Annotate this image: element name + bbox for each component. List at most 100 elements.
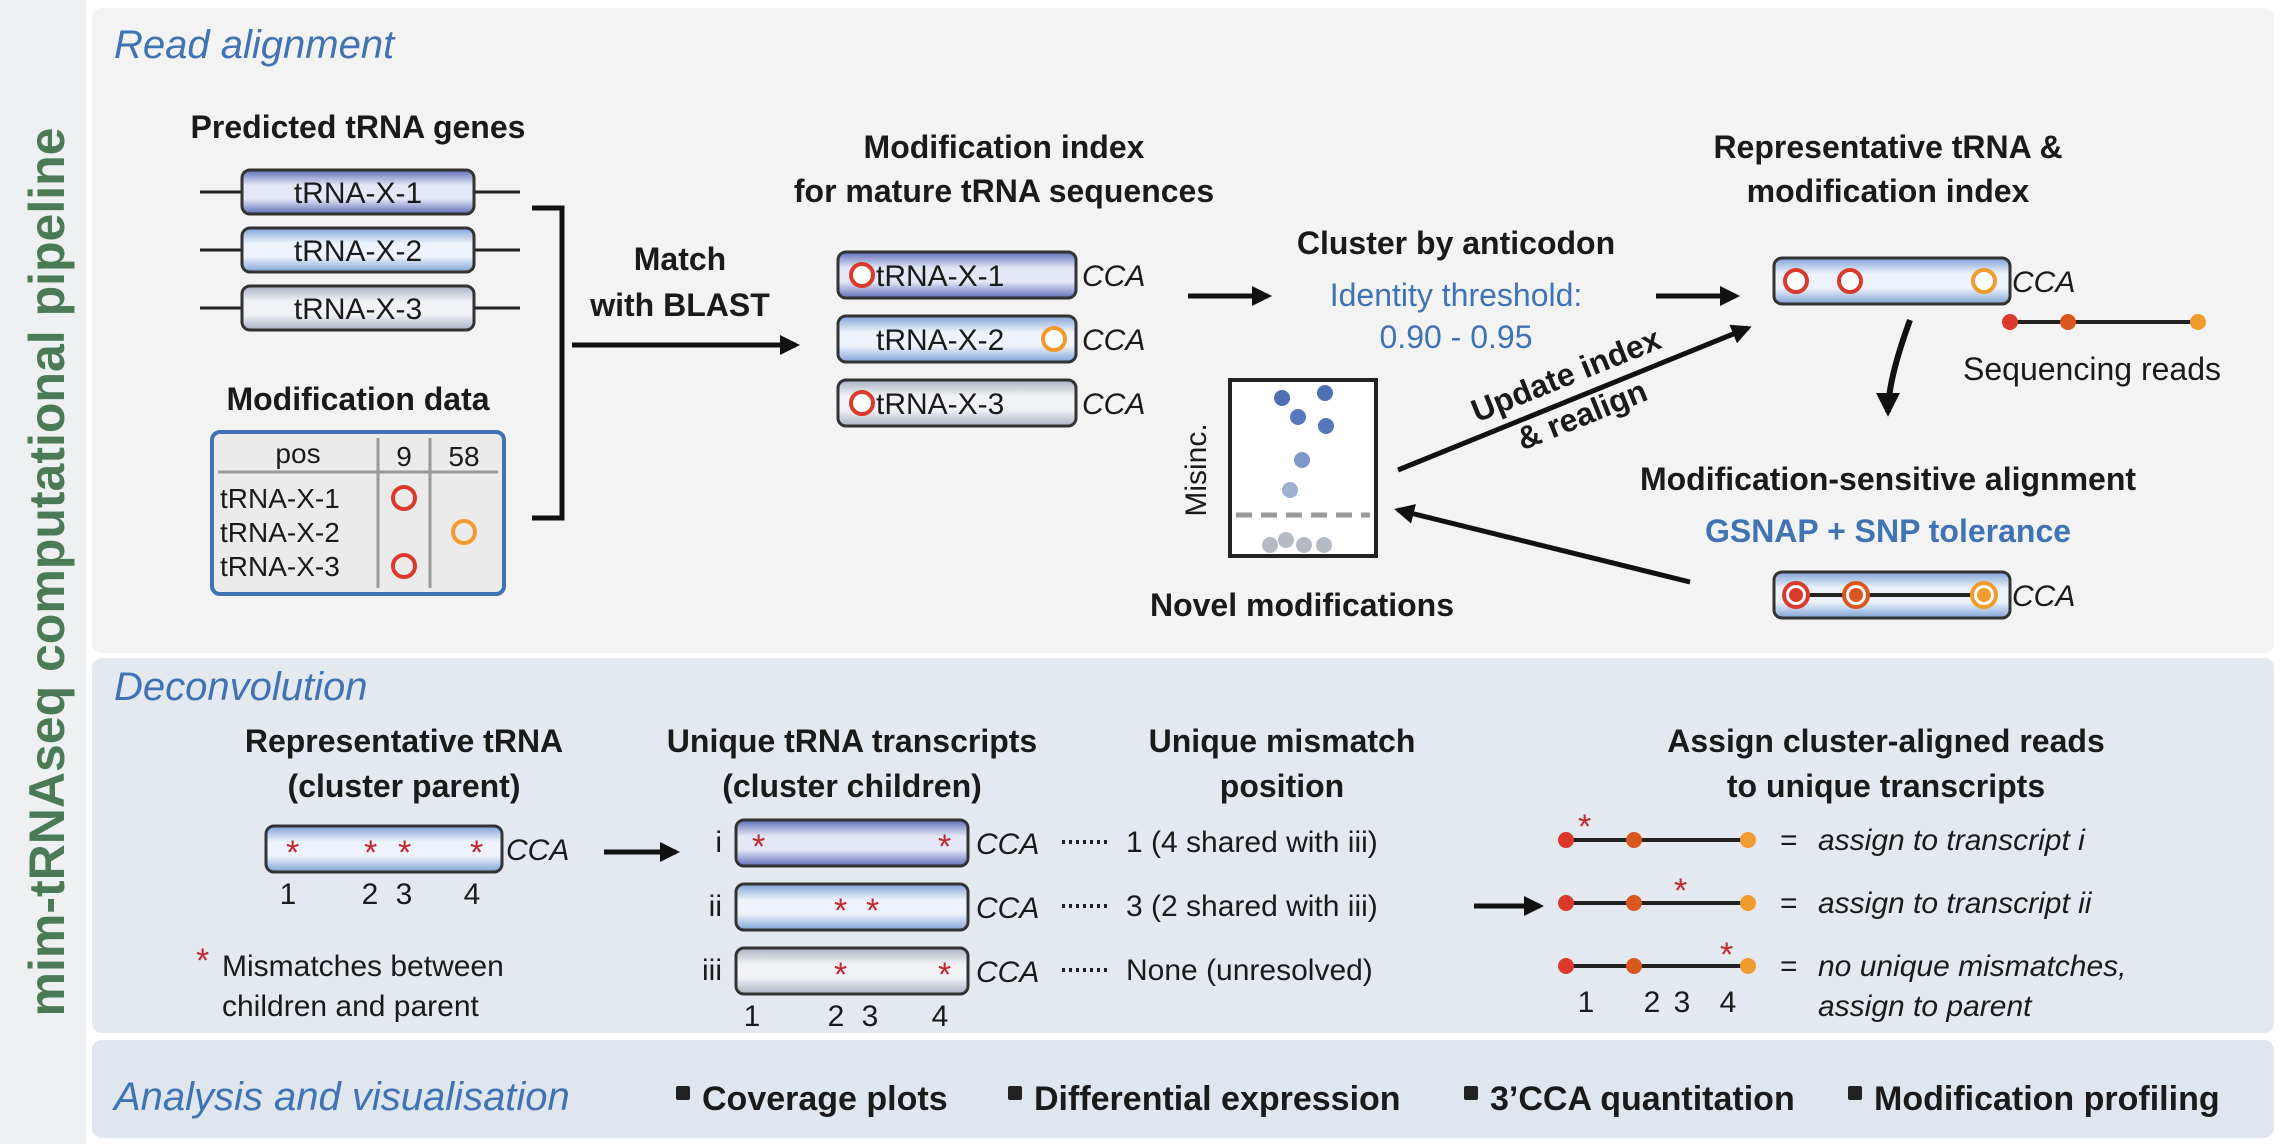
child-label-iii: iii <box>702 954 722 987</box>
child-label-ii: ii <box>709 890 722 923</box>
equals-iii: = <box>1780 950 1798 983</box>
child-transcript-ii: ii * * CCA <box>709 882 1039 932</box>
mismatch-title-2: position <box>1220 768 1344 804</box>
assign-extra: assign to parent <box>1818 990 2033 1023</box>
children-title-2: (cluster children) <box>722 768 982 804</box>
index-gene-1-label: tRNA-X-1 <box>876 260 1004 293</box>
svg-text:*: * <box>1578 808 1591 846</box>
assign-value-ii: assign to transcript ii <box>1818 887 2093 920</box>
parent-trna: * * * * CCA <box>264 824 569 874</box>
parent-cca: CCA <box>506 834 569 867</box>
cluster-title: Cluster by anticodon <box>1297 225 1615 261</box>
read-pos-1: 1 <box>1578 986 1595 1019</box>
mismatch-title-1: Unique mismatch <box>1149 723 1416 759</box>
side-band <box>0 0 86 1144</box>
identity-threshold-value: 0.90 - 0.95 <box>1380 319 1533 355</box>
mismatch-value-i: 1 (4 shared with iii) <box>1126 826 1378 859</box>
child-cca-ii: CCA <box>976 892 1039 925</box>
svg-text:*: * <box>1674 872 1687 910</box>
predicted-gene-3-label: tRNA-X-3 <box>294 293 422 326</box>
index-title-1: Modification index <box>864 129 1145 165</box>
section-title-deconvolution: Deconvolution <box>114 665 368 709</box>
svg-text:*: * <box>834 892 847 930</box>
index-title-2: for mature tRNA sequences <box>794 173 1214 209</box>
mismatch-note-2: children and parent <box>222 990 480 1023</box>
sequencing-read <box>2002 314 2206 330</box>
predicted-gene-1-label: tRNA-X-1 <box>294 177 422 210</box>
mod-circle-orange <box>451 519 477 545</box>
children-title-1: Unique tRNA transcripts <box>667 723 1037 759</box>
analysis-item-profiling: Modification profiling <box>1874 1080 2220 1118</box>
mismatch-value-iii: None (unresolved) <box>1126 954 1373 987</box>
index-gene-1: tRNA-X-1 CCA <box>836 250 1145 300</box>
table-row-3: tRNA-X-3 <box>220 551 340 582</box>
index-cca-3: CCA <box>1082 388 1145 421</box>
analysis-item-coverage: Coverage plots <box>702 1080 948 1118</box>
child-cca-i: CCA <box>976 828 1039 861</box>
index-gene-3-label: tRNA-X-3 <box>876 388 1004 421</box>
mismatch-note-1: Mismatches between <box>222 950 504 983</box>
index-gene-2-label: tRNA-X-2 <box>876 324 1004 357</box>
parent-pos-3: 3 <box>396 878 413 911</box>
mod-circle-red <box>391 553 417 579</box>
analysis-bullet <box>1008 1086 1022 1100</box>
merge-bracket <box>532 205 565 521</box>
assign-title-2: to unique transcripts <box>1727 768 2045 804</box>
mod-circle-red <box>391 485 417 511</box>
section-title-analysis: Analysis and visualisation <box>112 1075 570 1119</box>
parent-title-1: Representative tRNA <box>245 723 563 759</box>
sequencing-reads-label: Sequencing reads <box>1963 351 2221 387</box>
representative-trna: CCA <box>1772 256 2075 306</box>
predicted-gene-3: tRNA-X-3 <box>200 284 520 332</box>
child-pos-3: 3 <box>862 1000 879 1033</box>
modification-table: pos 9 58 tRNA-X-1 tRNA-X-2 tRNA-X-3 <box>210 430 506 596</box>
side-label: mim-tRNAseq computational pipeline <box>19 128 75 1017</box>
parent-pos-1: 1 <box>280 878 297 911</box>
child-pos-4: 4 <box>932 1000 949 1033</box>
align-arrow <box>1876 318 1913 417</box>
read-pos-3: 3 <box>1674 986 1691 1019</box>
table-row-2: tRNA-X-2 <box>220 517 340 548</box>
index-cca-1: CCA <box>1082 260 1145 293</box>
assign-value-i: assign to transcript i <box>1818 824 2086 857</box>
parent-title-2: (cluster parent) <box>288 768 521 804</box>
index-gene-3: tRNA-X-3 CCA <box>836 378 1145 428</box>
child-transcript-iii: iii * * CCA <box>702 946 1039 996</box>
analysis-bullet <box>1848 1086 1862 1100</box>
child-pos-2: 2 <box>828 1000 845 1033</box>
analysis-bullet <box>1464 1086 1478 1100</box>
predicted-gene-2: tRNA-X-2 <box>200 226 520 274</box>
parent-mismatch-star: * <box>398 834 411 872</box>
predicted-gene-1: tRNA-X-1 <box>200 168 520 216</box>
feedback-arrow <box>1394 504 1691 585</box>
read-pos-4: 4 <box>1720 986 1737 1019</box>
aligned-read: CCA <box>1772 570 2075 620</box>
analysis-item-cca: 3’CCA quantitation <box>1490 1080 1795 1118</box>
table-header-58: 58 <box>448 441 479 472</box>
analysis-item-differential: Differential expression <box>1034 1080 1401 1118</box>
svg-text:*: * <box>834 956 847 994</box>
child-pos-1: 1 <box>744 1000 761 1033</box>
svg-text:*: * <box>938 828 951 866</box>
parent-mismatch-star: * <box>286 834 299 872</box>
modification-data-title: Modification data <box>226 381 489 417</box>
match-label-2: with BLAST <box>589 287 770 323</box>
predicted-genes-title: Predicted tRNA genes <box>191 109 526 145</box>
parent-mismatch-star: * <box>470 834 483 872</box>
section-title-read-alignment: Read alignment <box>114 23 396 67</box>
aligned-cca: CCA <box>2012 580 2075 613</box>
parent-mismatch-star: * <box>364 834 377 872</box>
index-cca-2: CCA <box>1082 324 1145 357</box>
table-header-pos: pos <box>275 438 320 469</box>
misinc-label: Misinc. <box>1180 423 1213 516</box>
assign-read-i: * <box>1558 808 1756 848</box>
representative-title-2: modification index <box>1747 173 2030 209</box>
update-index-arrow <box>1397 324 1752 473</box>
assign-read-iii: * <box>1558 936 1756 974</box>
table-header-9: 9 <box>396 441 412 472</box>
svg-text:*: * <box>752 828 765 866</box>
table-row-1: tRNA-X-1 <box>220 483 340 514</box>
read-alignment-panel <box>92 8 2274 653</box>
novel-modifications-label: Novel modifications <box>1150 587 1454 623</box>
